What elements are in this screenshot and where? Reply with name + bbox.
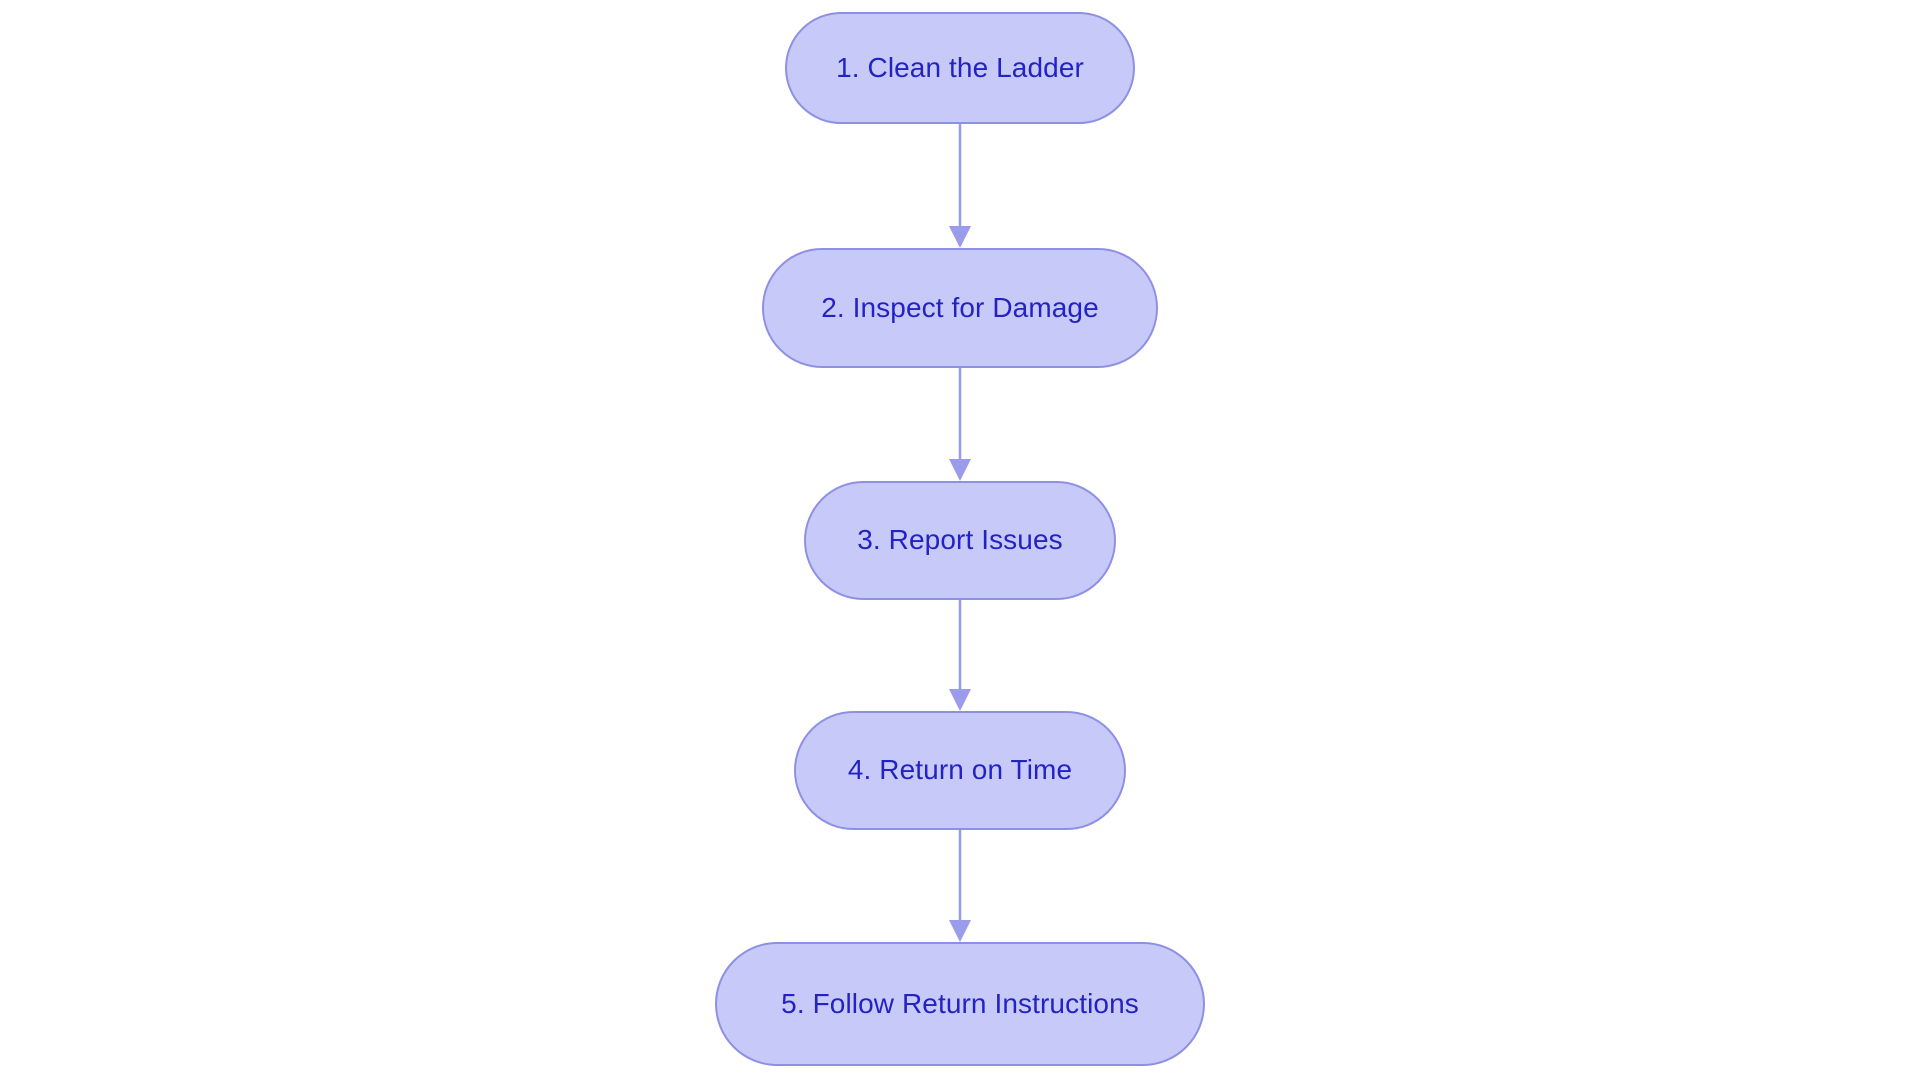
edge-step-3-to-step-4 — [949, 600, 971, 711]
arrowhead-icon — [949, 920, 971, 942]
arrowhead-icon — [949, 689, 971, 711]
flow-node-step-3[interactable]: 3. Report Issues — [804, 481, 1116, 600]
flow-node-label: 3. Report Issues — [857, 524, 1063, 556]
flow-node-step-5[interactable]: 5. Follow Return Instructions — [715, 942, 1205, 1066]
edge-step-4-to-step-5 — [949, 830, 971, 942]
flow-node-label: 4. Return on Time — [847, 754, 1073, 786]
arrowhead-icon — [949, 459, 971, 481]
flow-node-step-4[interactable]: 4. Return on Time — [794, 711, 1126, 830]
flow-node-label: 2. Inspect for Damage — [821, 291, 1099, 323]
edge-step-1-to-step-2 — [949, 124, 971, 248]
arrowhead-icon — [949, 226, 971, 248]
flow-node-label: 5. Follow Return Instructions — [781, 987, 1139, 1019]
flow-node-label: 1. Clean the Ladder — [836, 51, 1084, 83]
flow-node-step-2[interactable]: 2. Inspect for Damage — [762, 248, 1158, 368]
edge-step-2-to-step-3 — [949, 368, 971, 481]
flow-node-step-1[interactable]: 1. Clean the Ladder — [785, 12, 1135, 124]
